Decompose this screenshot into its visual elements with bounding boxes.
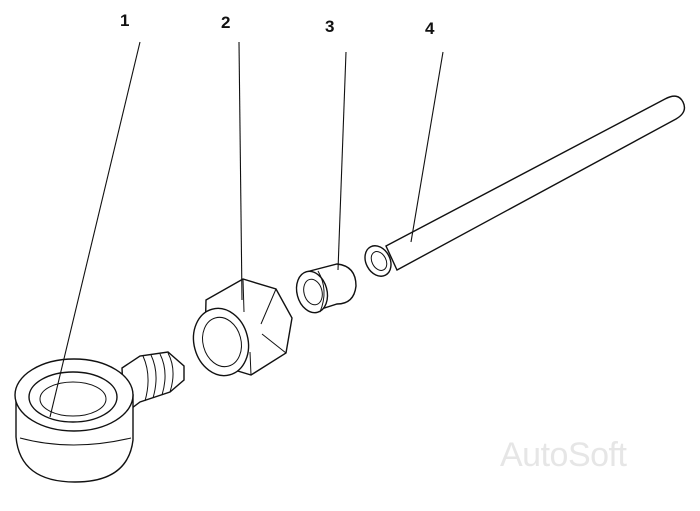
callout-label-1: 1 bbox=[120, 11, 130, 30]
callout-label-3: 3 bbox=[325, 17, 335, 36]
part-4-tube bbox=[364, 95, 686, 277]
leader-line-3 bbox=[337, 51, 347, 271]
leader-line-2 bbox=[238, 41, 243, 301]
watermark-text: AutoSoft bbox=[500, 436, 627, 474]
leader-line-4 bbox=[410, 51, 444, 243]
leader-lines bbox=[49, 41, 444, 418]
part-1-banjo-fitting bbox=[14, 351, 185, 483]
callout-label-4: 4 bbox=[425, 19, 435, 38]
part-2-hex-nut bbox=[192, 278, 293, 377]
part-3-ferrule bbox=[295, 263, 357, 314]
callout-label-2: 2 bbox=[221, 13, 231, 32]
leader-line-1 bbox=[49, 41, 141, 418]
